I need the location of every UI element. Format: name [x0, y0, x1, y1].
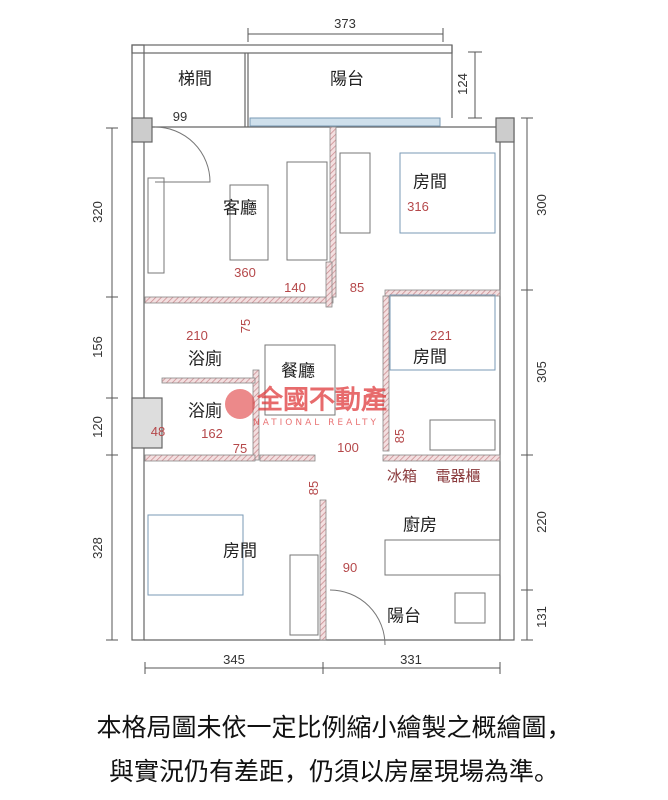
dim-bottom-2: 331 [400, 651, 422, 667]
furniture [147, 126, 501, 646]
dim-99: 99 [172, 108, 188, 124]
balcony-window [249, 117, 441, 127]
dim-right-3: 220 [533, 511, 549, 533]
dim-right-1: 300 [533, 194, 549, 216]
dim-48: 48 [150, 423, 166, 439]
room-bedroom-1: 房間 [413, 172, 447, 193]
dim-75a: 75 [237, 318, 253, 334]
watermark-english: NATIONAL REALTY [252, 418, 380, 429]
dim-left-2: 156 [89, 336, 105, 358]
dimension-lines [106, 28, 533, 674]
dim-bottom-1: 345 [223, 651, 245, 667]
dim-162: 162 [201, 425, 223, 441]
dim-right-4: 131 [533, 606, 549, 628]
dim-210: 210 [186, 327, 208, 343]
dim-left-3: 120 [89, 416, 105, 438]
room-kitchen: 廚房 [403, 515, 437, 536]
dim-360: 360 [234, 264, 256, 280]
room-bath-1: 浴廁 [188, 349, 222, 370]
room-stairwell: 梯間 [178, 69, 212, 90]
watermark-name: 全國不動產 [256, 385, 388, 416]
room-balcony-bottom: 陽台 [387, 606, 421, 627]
disclaimer-line-1: 本格局圖未依一定比例縮小繪製之概繪圖， [96, 713, 572, 742]
dim-100: 100 [337, 439, 359, 455]
dim-top: 373 [334, 15, 356, 31]
dim-85a: 85 [349, 279, 365, 295]
hatched-walls [144, 126, 501, 641]
dim-85b: 85 [391, 428, 407, 444]
room-bedroom-2: 房間 [413, 347, 447, 368]
dim-90: 90 [342, 559, 358, 575]
watermark-logo [225, 389, 255, 419]
disclaimer-line-2: 與實況仍有差距，仍須以房屋現場為準。 [108, 757, 559, 786]
fridge-label: 冰箱 [386, 466, 418, 485]
dim-316: 316 [407, 198, 429, 214]
dim-top-right: 124 [454, 73, 470, 95]
room-bath-2: 浴廁 [188, 401, 222, 422]
dim-221: 221 [430, 327, 452, 343]
dim-right-2: 305 [533, 361, 549, 383]
dim-left-1: 320 [89, 201, 105, 223]
appliance-cabinet-label: 電器櫃 [435, 466, 481, 485]
dim-85c: 85 [305, 480, 321, 496]
dim-140: 140 [284, 279, 306, 295]
dim-left-4: 328 [89, 537, 105, 559]
dim-75b: 75 [232, 440, 248, 456]
room-living: 客廳 [223, 198, 257, 219]
floor-plan-drawing [106, 28, 533, 674]
room-balcony-top: 陽台 [330, 69, 364, 90]
room-bedroom-3: 房間 [223, 541, 257, 562]
room-dining: 餐廳 [281, 361, 315, 382]
